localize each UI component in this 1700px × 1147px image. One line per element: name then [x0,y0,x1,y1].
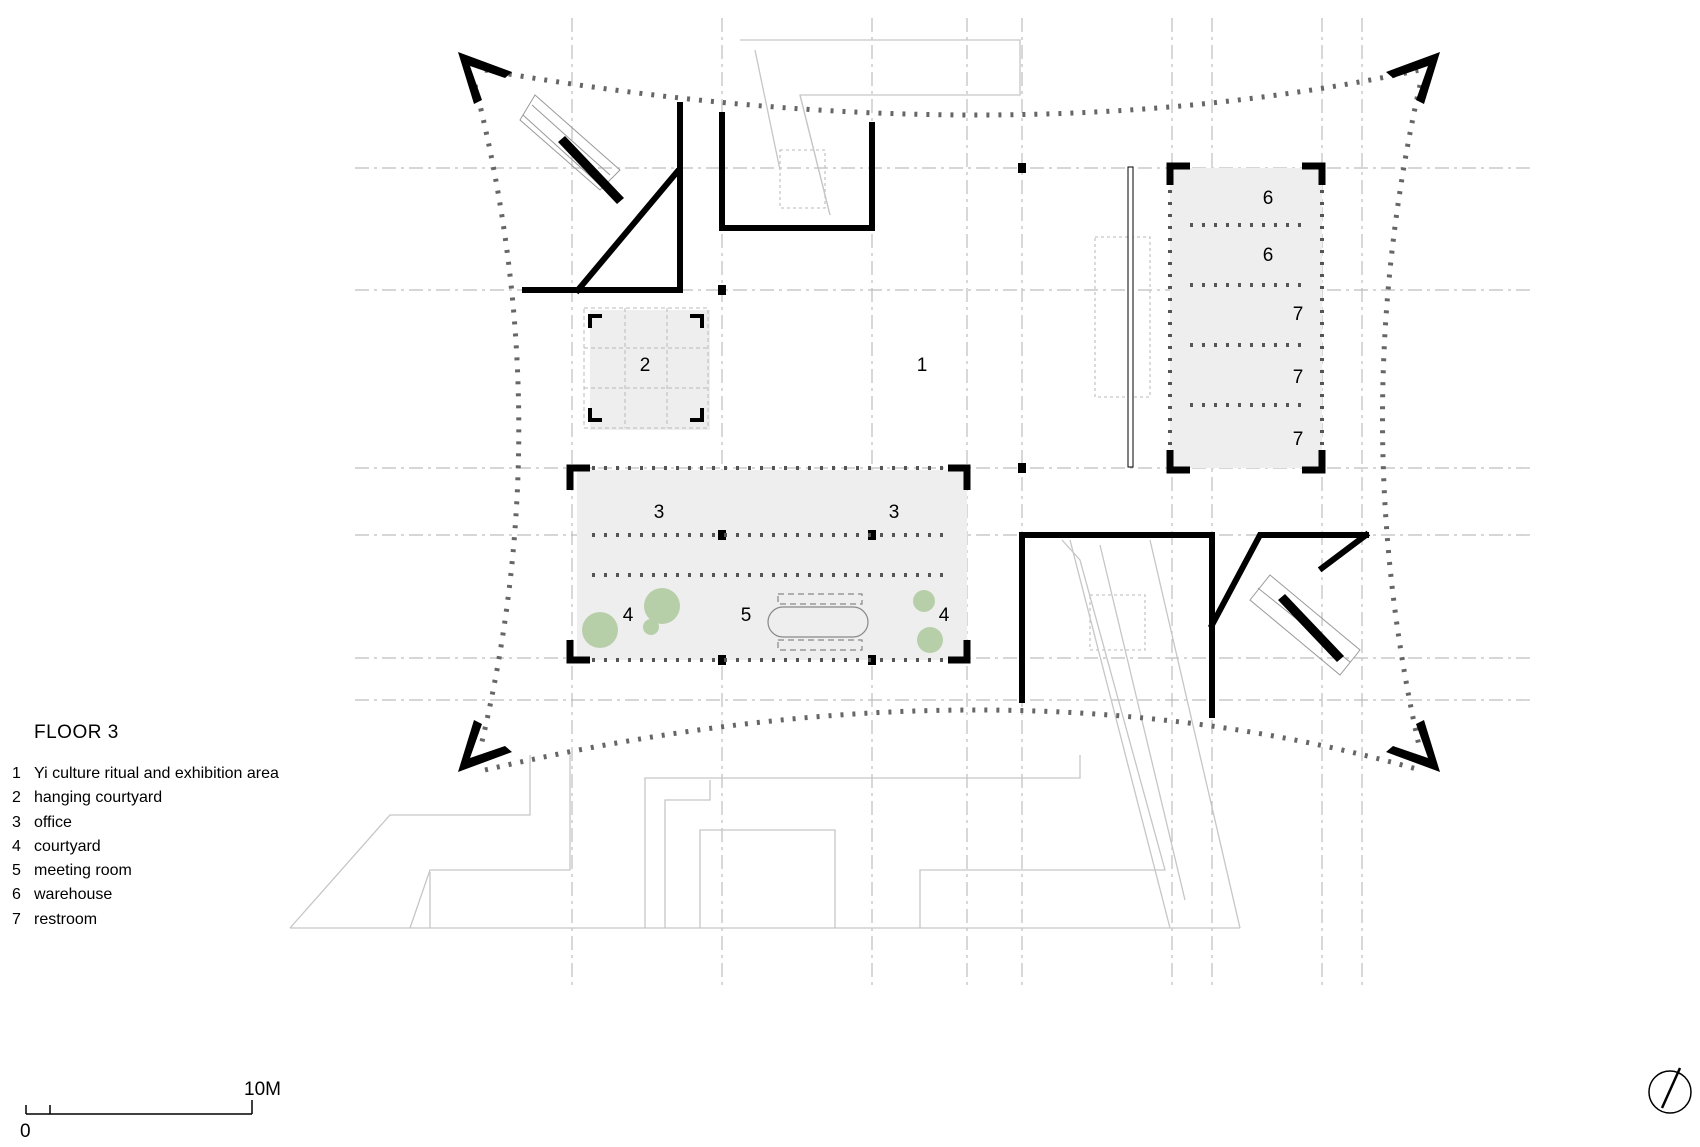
room-label-1: 1 [917,355,928,376]
hanging-courtyard-grid [583,307,709,429]
screen-wall [1127,166,1134,468]
legend-number: 2 [12,789,21,807]
room-label-5: 5 [741,605,752,626]
facade-curtain [472,67,1423,773]
stair-core-bars [558,136,1344,662]
room-label-7b: 7 [1293,367,1304,388]
legend-number: 7 [12,910,21,928]
legend-list: 1 Yi culture ritual and exhibition area 2… [12,762,279,932]
scale-start-label: 0 [20,1121,31,1142]
legend-item: 5 meeting room [12,859,279,883]
room-label-6b: 6 [1263,245,1274,266]
columns [718,163,1026,665]
room-label-4b: 4 [939,605,950,626]
legend-label: restroom [34,910,98,928]
legend-label: Yi culture ritual and exhibition area [34,765,279,782]
legend-label: hanging courtyard [34,789,163,807]
legend-number: 3 [12,813,21,831]
legend-item: 7 restroom [12,908,279,932]
room-label-4a: 4 [623,605,634,626]
floor-title: FLOOR 3 [34,722,119,743]
hanging-courtyard-corners [588,314,704,422]
room-label-6a: 6 [1263,188,1274,209]
legend-number: 4 [12,837,21,855]
legend-label: courtyard [34,837,101,855]
room-label-7a: 7 [1293,304,1304,325]
north-arrow-icon [1648,1067,1692,1114]
legend-label: warehouse [34,886,113,904]
room-labels: 1 2 3 3 4 5 4 6 6 7 7 7 [623,188,1304,626]
room-fills [577,168,1322,660]
legend-number: 5 [12,862,21,880]
courtyard-trees [582,588,943,653]
legend-label: office [34,813,72,831]
room-label-7c: 7 [1293,429,1304,450]
scale-end-label: 10M [244,1079,281,1100]
legend-number: 1 [12,765,21,782]
legend-item: 3 office [12,811,279,835]
walls [522,102,1371,718]
wall-brackets [566,162,1326,664]
scale-bar: 0 10M [20,1079,281,1142]
room-label-3a: 3 [654,502,665,523]
legend-item: 4 courtyard [12,835,279,859]
site-context-lines [289,39,1241,929]
corner-walls [458,52,1440,772]
room-label-2: 2 [640,355,651,376]
mullions [592,190,1324,662]
room-label-3b: 3 [889,502,900,523]
meeting-table [767,593,869,651]
legend-item: 6 warehouse [12,883,279,907]
legend-number: 6 [12,886,21,904]
legend-label: meeting room [34,862,132,880]
legend-item: 1 Yi culture ritual and exhibition area [12,762,279,786]
legend-item: 2 hanging courtyard [12,786,279,810]
